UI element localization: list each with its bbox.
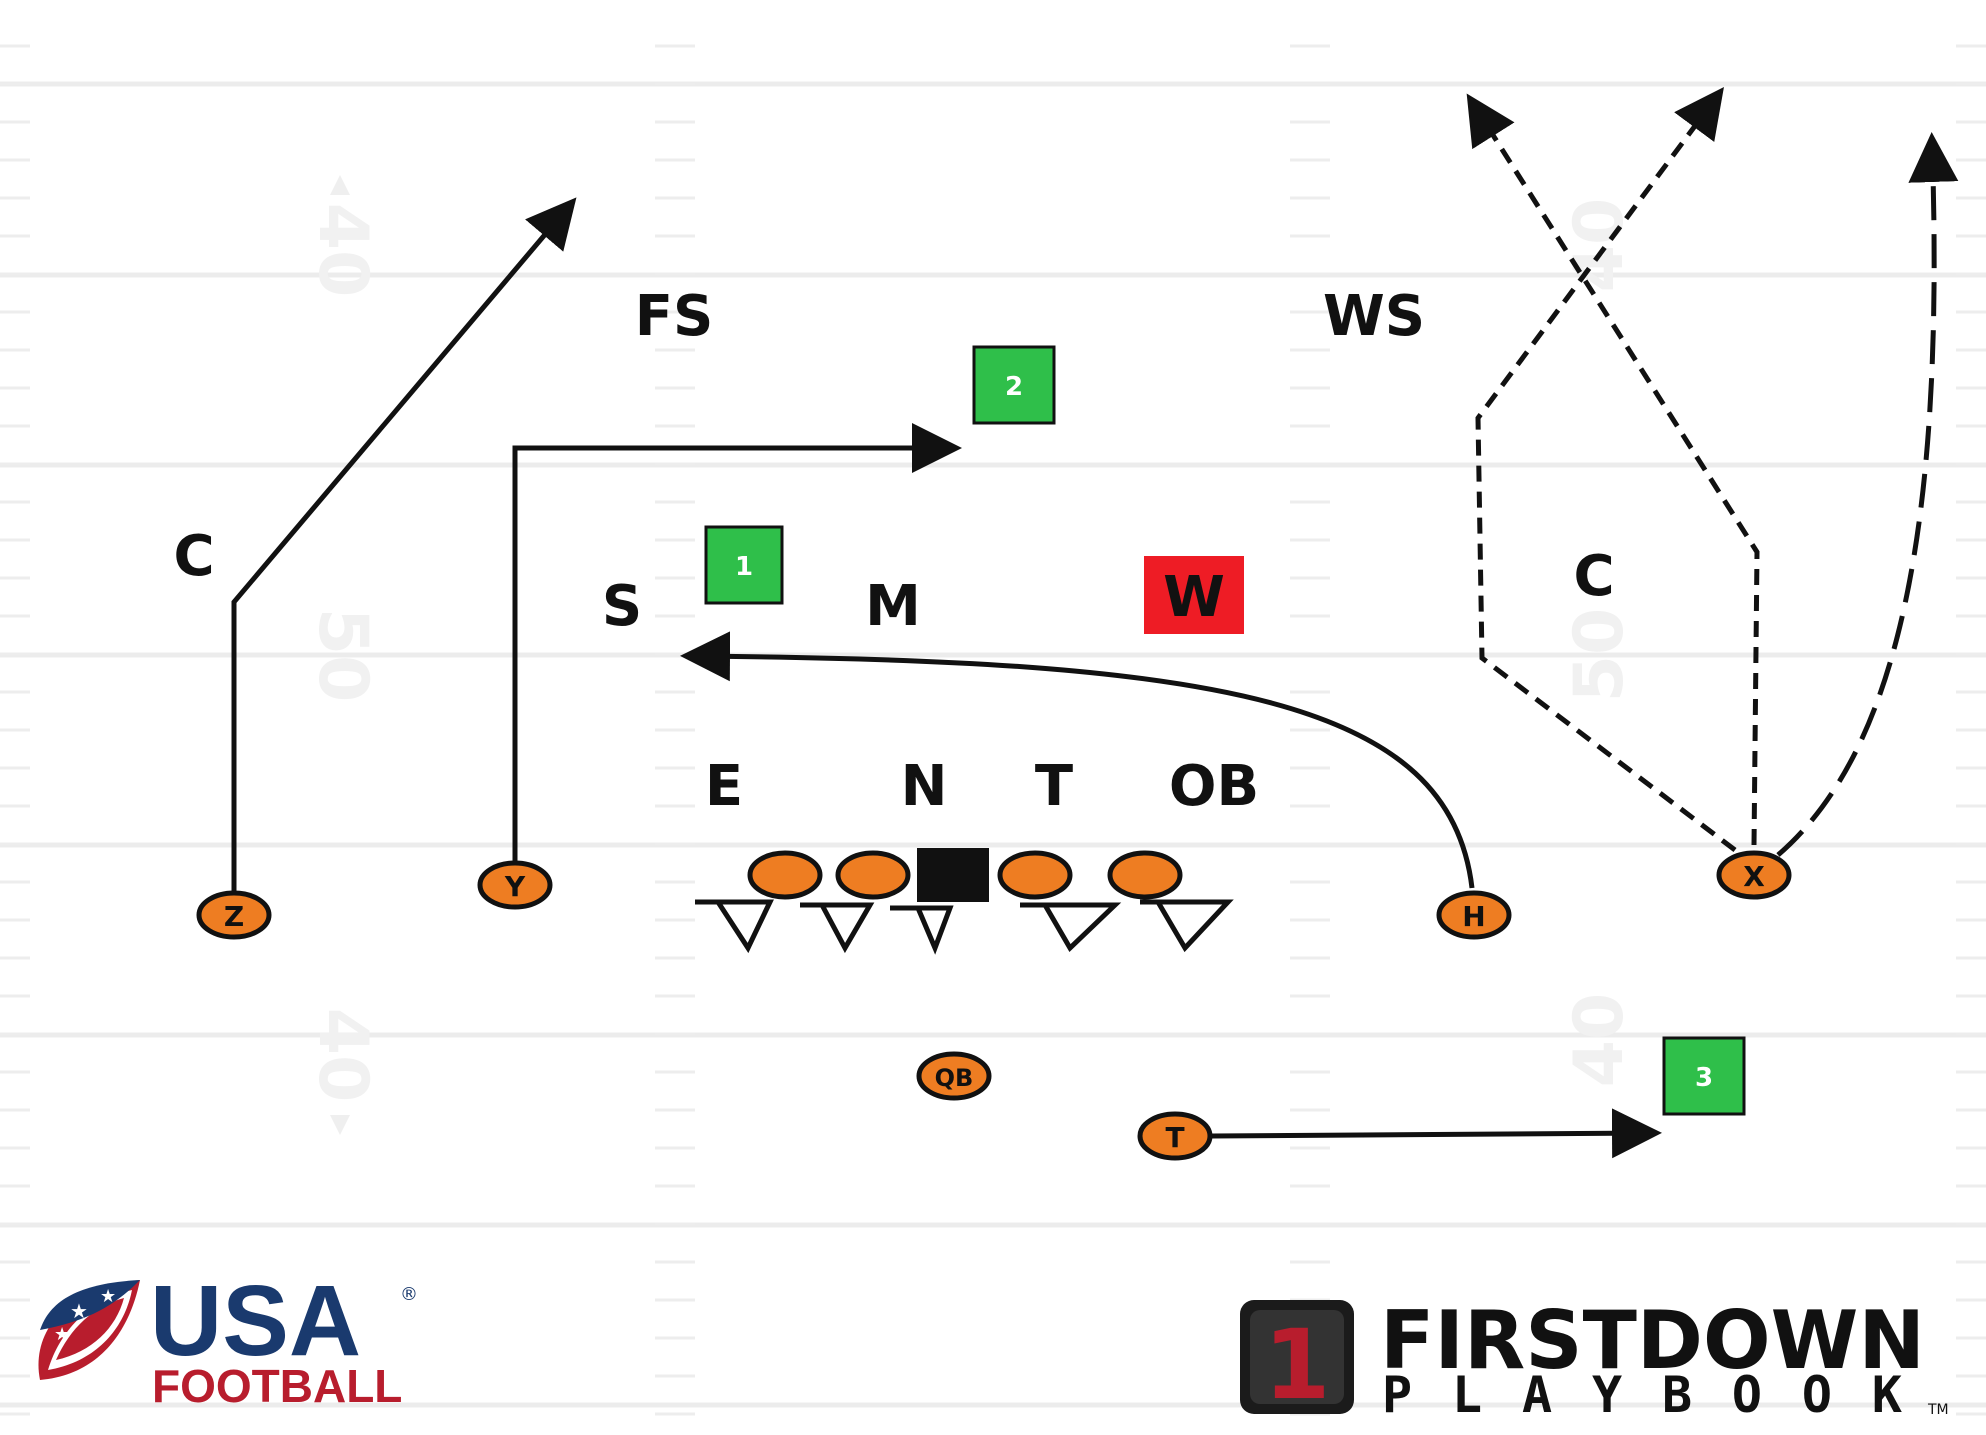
read-2: 2 (972, 345, 1056, 425)
trademark-mark: TM (1927, 1402, 1949, 1418)
player-qb-label: QB (935, 1064, 974, 1092)
skill-players: Z Y H X QB T (196, 850, 1792, 1161)
defender-strong-safety: S (602, 574, 642, 639)
firstdown-badge-number: 1 (1264, 1309, 1331, 1421)
player-h-label: H (1462, 900, 1485, 933)
route-x-right (1776, 132, 1959, 857)
yard-number-left-3: 40 (303, 1008, 382, 1103)
direction-arrow-left-bottom (330, 1115, 350, 1135)
center-square (917, 848, 989, 902)
defender-free-safety: FS (635, 284, 714, 349)
yard-number-left-1: 40 (303, 203, 382, 298)
defender-left-corner: C (173, 524, 214, 589)
routes (231, 86, 1959, 1159)
player-x-label: X (1743, 860, 1765, 893)
defense-labels: FS WS C S M C E N T OB W (173, 284, 1614, 819)
star-icon: ★ (54, 1324, 70, 1345)
firstdown-wordmark: FIRSTDOWN (1380, 1294, 1925, 1387)
player-qb: QB (916, 1051, 992, 1101)
firstdown-badge-inner (1250, 1310, 1344, 1404)
usa-football-ball-emblem: ★ ★ ★ (38, 1280, 141, 1380)
yard-numbers-left: 40 50 40 (303, 175, 382, 1135)
yard-numbers-right: 40 50 40 (1560, 198, 1639, 1088)
usa-football-wordmark-usa: USA (150, 1265, 361, 1377)
read-2-label: 2 (1005, 372, 1023, 402)
star-icon: ★ (70, 1299, 88, 1323)
yard-number-right-2: 50 (1560, 608, 1639, 703)
route-y (512, 423, 962, 872)
defender-tackle: T (1035, 754, 1073, 819)
route-z (231, 197, 577, 905)
lineman-right-guard (997, 850, 1073, 900)
player-y: Y (477, 860, 553, 910)
defender-end: E (705, 754, 743, 819)
defender-weak-safety: WS (1323, 284, 1425, 349)
hash-marks (0, 44, 1986, 1416)
yard-number-left-2: 50 (303, 608, 382, 703)
lineman-left-tackle (747, 850, 823, 900)
player-y-label: Y (504, 870, 526, 903)
defender-will-box (1144, 556, 1244, 634)
player-h: H (1436, 890, 1512, 940)
read-3-label: 3 (1695, 1063, 1713, 1093)
usa-football-wordmark-football: FOOTBALL (152, 1360, 402, 1412)
route-x-middle (1466, 93, 1760, 846)
usa-football-logo: ★ ★ ★ USA ® FOOTBALL (38, 1265, 418, 1412)
route-h (680, 631, 1475, 889)
defender-right-corner: C (1573, 544, 1614, 609)
defender-outside-backer: OB (1169, 754, 1259, 819)
read-1: 1 (704, 525, 784, 605)
player-x: X (1716, 850, 1792, 900)
defender-mike: M (865, 574, 921, 639)
player-t: T (1137, 1111, 1213, 1161)
block-lines (695, 899, 1234, 955)
direction-arrow-left-top (330, 175, 350, 195)
player-z-label: Z (224, 900, 244, 933)
route-t (1211, 1108, 1662, 1159)
lineman-right-tackle (1107, 850, 1183, 900)
player-t-label: T (1165, 1121, 1184, 1154)
defender-will: W (1163, 565, 1225, 630)
yard-number-right-1: 40 (1560, 198, 1639, 293)
read-3: 3 (1662, 1036, 1746, 1116)
lineman-left-guard (835, 850, 911, 900)
player-z: Z (196, 890, 272, 940)
yard-number-right-3: 40 (1560, 993, 1639, 1088)
read-1-label: 1 (735, 552, 753, 582)
yard-lines (0, 81, 1986, 1408)
route-x-left (1475, 86, 1737, 852)
star-icon: ★ (100, 1286, 116, 1307)
read-boxes: 1 2 3 (704, 345, 1746, 1116)
offensive-line (695, 848, 1234, 955)
registered-mark: ® (400, 1284, 418, 1305)
defender-nose: N (901, 754, 948, 819)
